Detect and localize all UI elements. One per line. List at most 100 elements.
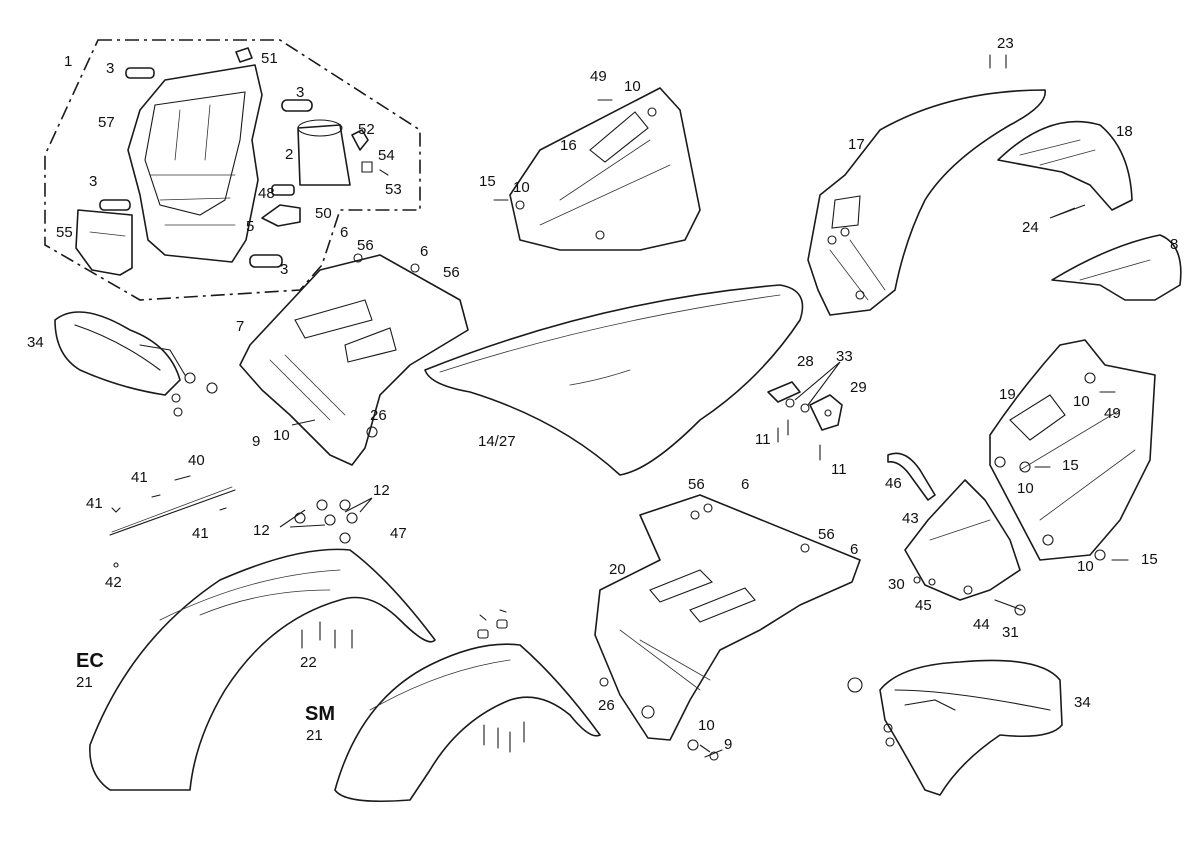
callout-30: 30: [888, 576, 905, 593]
callout-16: 16: [560, 137, 577, 154]
callout-10: 10: [1073, 393, 1090, 410]
seat-bracket-parts: [767, 361, 843, 461]
callout-52: 52: [358, 121, 375, 138]
hand-guard-left-part: [54, 311, 218, 417]
callout-10: 10: [513, 179, 530, 196]
callout-46: 46: [885, 475, 902, 492]
callout-9: 9: [252, 433, 260, 450]
callout-3: 3: [280, 261, 288, 278]
callout-49: 49: [590, 68, 607, 85]
callout-1: 1: [64, 53, 72, 70]
callout-15: 15: [1141, 551, 1158, 568]
screws-right: [1034, 391, 1129, 561]
callout-31: 31: [1002, 624, 1019, 641]
callout-6: 6: [741, 476, 749, 493]
strap-part: [887, 452, 936, 501]
seat-part: [424, 284, 804, 476]
callout-19: 19: [999, 386, 1016, 403]
callout-21: 21: [306, 727, 323, 744]
tail-piece-part: [997, 120, 1133, 211]
callout-56: 56: [357, 237, 374, 254]
callout-10: 10: [273, 427, 290, 444]
callout-34: 34: [27, 334, 44, 351]
callout-45: 45: [915, 597, 932, 614]
callout-12: 12: [373, 482, 390, 499]
small-parts-30-45-31: [913, 576, 1026, 616]
callout-7: 7: [236, 318, 244, 335]
callout-6: 6: [420, 243, 428, 260]
callout-34: 34: [1074, 694, 1091, 711]
callout-14-27: 14/27: [478, 433, 516, 450]
hand-guard-right-part: [847, 659, 1063, 796]
headlight-group-boundary: [44, 39, 421, 301]
callout-3: 3: [296, 84, 304, 101]
callout-10: 10: [1017, 480, 1034, 497]
callout-20: 20: [609, 561, 626, 578]
callout-9: 9: [724, 736, 732, 753]
front-fender-sm-part: [334, 609, 601, 803]
callout-51: 51: [261, 50, 278, 67]
headlight-mask-part: [127, 64, 263, 263]
callout-29: 29: [850, 379, 867, 396]
callout-10: 10: [624, 78, 641, 95]
front-fender-ec-part: [89, 497, 436, 791]
callout-42: 42: [105, 574, 122, 591]
lower-mask-part: [75, 209, 133, 276]
callout-26: 26: [598, 697, 615, 714]
callout-50: 50: [315, 205, 332, 222]
callout-24: 24: [1022, 219, 1039, 236]
leader-lines: [291, 419, 711, 753]
callout-56: 56: [688, 476, 705, 493]
callout-49: 49: [1104, 405, 1121, 422]
headlight-lens-part: [297, 119, 369, 186]
callout-8: 8: [1170, 236, 1178, 253]
callout-2: 2: [285, 146, 293, 163]
callout-41: 41: [192, 525, 209, 542]
holder-bracket-parts: [261, 184, 301, 227]
spacer-parts: [99, 67, 313, 268]
callout-10: 10: [1077, 558, 1094, 575]
rivet-23: [989, 54, 1007, 69]
callout-6: 6: [340, 224, 348, 241]
callout-47: 47: [390, 525, 407, 542]
leader-24: [1049, 204, 1086, 219]
callout-15: 15: [479, 173, 496, 190]
callout-28: 28: [797, 353, 814, 370]
airbox-cover-part: [904, 479, 1021, 601]
radiator-shroud-right-part: [594, 494, 861, 741]
callout-40: 40: [188, 452, 205, 469]
callout-21: 21: [76, 674, 93, 691]
callout-6: 6: [850, 541, 858, 558]
callout-48: 48: [258, 185, 275, 202]
radiator-shroud-left-part: [239, 253, 469, 466]
side-panel-right-part: [989, 339, 1156, 561]
callout-57: 57: [98, 114, 115, 131]
callout-33: 33: [836, 348, 853, 365]
callout-41: 41: [86, 495, 103, 512]
callout-18: 18: [1116, 123, 1133, 140]
callout-23: 23: [997, 35, 1014, 52]
callout-11: 11: [755, 431, 771, 448]
clip-part: [235, 47, 253, 63]
rear-fender-part: [807, 89, 1046, 316]
callouts: 1 3 51 57 3 2 52 54 53 3 48 5 50 55 3 6 …: [27, 35, 1178, 753]
variant-label-ec: EC: [76, 650, 104, 672]
callout-3: 3: [89, 173, 97, 190]
callout-12: 12: [253, 522, 270, 539]
callout-43: 43: [902, 510, 919, 527]
callout-5: 5: [246, 218, 254, 235]
callout-11: 11: [831, 461, 847, 478]
callout-41: 41: [131, 469, 148, 486]
callout-26: 26: [370, 407, 387, 424]
callout-44: 44: [973, 616, 990, 633]
callout-10: 10: [698, 717, 715, 734]
screws-bottom-right: [687, 739, 723, 761]
callout-56: 56: [443, 264, 460, 281]
wire-harness-parts: [109, 475, 236, 568]
bulb-holder-parts: [361, 161, 389, 176]
callout-53: 53: [385, 181, 402, 198]
rear-lamp-part: [1051, 234, 1182, 301]
callout-17: 17: [848, 136, 865, 153]
